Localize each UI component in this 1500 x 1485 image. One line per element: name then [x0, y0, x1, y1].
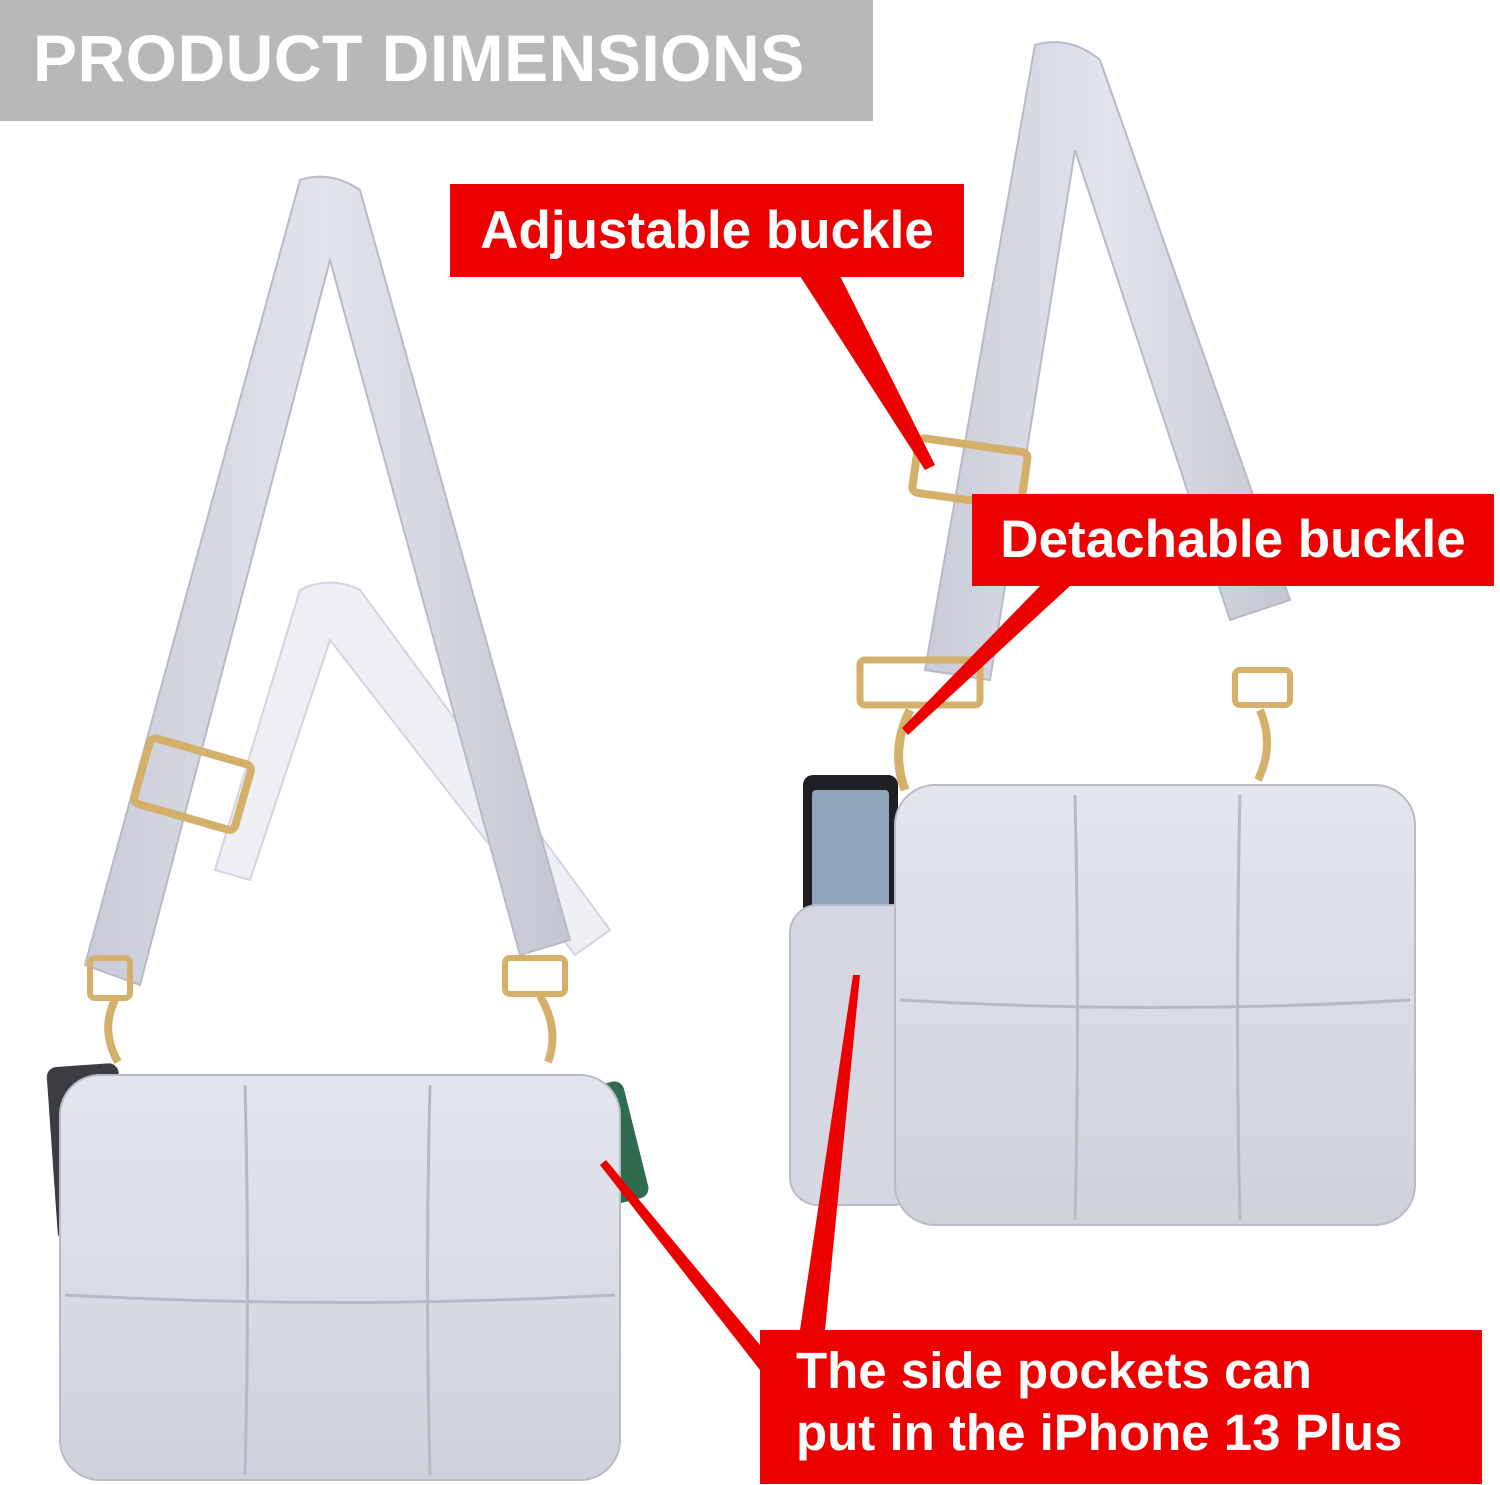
right-clip-right [1232, 667, 1293, 708]
callout-detachable-buckle: Detachable buckle [972, 494, 1494, 586]
pointer-pockets-right [800, 975, 860, 1330]
left-bag [46, 175, 649, 1481]
pointer-pockets-left [600, 1160, 760, 1370]
right-bag-body [894, 784, 1416, 1226]
header-band: PRODUCT DIMENSIONS [0, 0, 873, 121]
callout-pockets-line2: put in the iPhone 13 Plus [796, 1404, 1403, 1461]
pointer-detachable [902, 586, 1070, 735]
right-hook-right [1254, 708, 1272, 782]
left-hook-right [536, 993, 557, 1064]
right-hook-left [894, 707, 915, 792]
right-phone-screen [812, 790, 889, 915]
left-hook-left [104, 998, 122, 1064]
left-clip-right [502, 955, 568, 997]
right-adjust-buckle [908, 434, 1032, 511]
callout-pockets-line1: The side pockets can [796, 1342, 1312, 1399]
left-bag-body [59, 1074, 621, 1481]
callout-adjustable-buckle: Adjustable buckle [450, 184, 964, 277]
left-clip-left [87, 955, 133, 1001]
left-front-strap [83, 175, 572, 987]
page-title: PRODUCT DIMENSIONS [33, 21, 805, 95]
callout-side-pockets: The side pockets can put in the iPhone 1… [760, 1330, 1482, 1484]
right-clip-left [856, 656, 984, 709]
pointer-adjustable [800, 276, 935, 470]
left-adjust-buckle [130, 734, 255, 834]
callout-pointers [600, 276, 1070, 1370]
